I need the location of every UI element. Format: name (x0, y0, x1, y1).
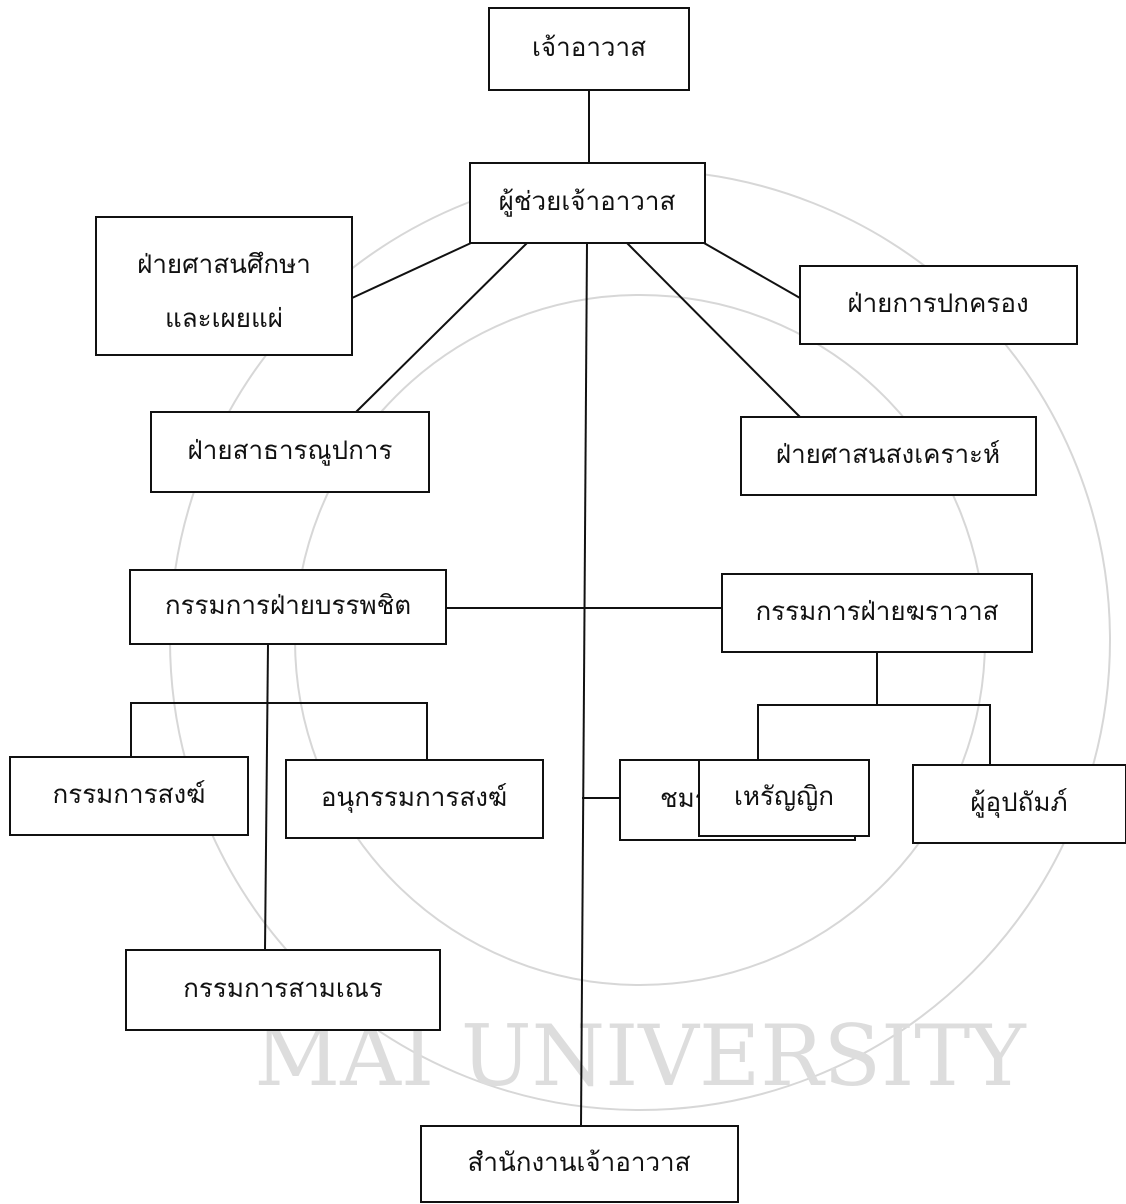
org-node-assistant-abbot: ผู้ช่วยเจ้าอาวาส (469, 162, 706, 244)
node-label-line-2: และเผยแผ่ (165, 304, 283, 334)
connector-to-public-welfare (355, 242, 528, 413)
connector-lay-branch (757, 704, 991, 765)
org-node-public-welfare: ฝ่ายสาธารณูปการ (150, 411, 430, 493)
node-label: ฝ่ายการปกครอง (847, 289, 1028, 319)
connector-central-spine (580, 242, 588, 1127)
node-label: ฝ่ายสาธารณูปการ (188, 436, 393, 466)
node-label-line-1: ฝ่ายศาสนศึกษา (137, 250, 311, 280)
org-node-novice-committee: กรรมการสามเณร (125, 949, 441, 1031)
connector-monastic-down (264, 643, 269, 951)
node-label: ผู้อุปถัมภ์ (970, 788, 1067, 818)
org-node-social-welfare: ฝ่ายศาสนสงเคราะห์ (740, 416, 1037, 496)
connector-sangha-branch (130, 702, 428, 760)
node-label: กรรมการสามเณร (183, 974, 383, 1004)
connector-to-education (351, 242, 472, 299)
node-label: เหรัญญิก (734, 782, 834, 812)
node-label: กรรมการสงฆ์ (53, 780, 206, 810)
node-label: ฝ่ายศาสนสงเคราะห์ (776, 440, 1000, 470)
org-node-treasurer: เหรัญญิก (698, 759, 870, 837)
connector-to-administration (703, 242, 801, 299)
connector-to-social-welfare (626, 242, 801, 418)
org-node-abbot: เจ้าอาวาส (488, 7, 690, 91)
org-node-patrons: ผู้อุปถัมภ์ (912, 764, 1126, 844)
org-node-lay-committee: กรรมการฝ่ายฆราวาส (721, 573, 1033, 653)
org-node-administration: ฝ่ายการปกครอง (799, 265, 1078, 345)
university-seal-watermark: MAI UNIVERSITY (169, 169, 1111, 1111)
node-label: ผู้ช่วยเจ้าอาวาส (499, 187, 676, 217)
node-label: กรรมการฝ่ายบรรพชิต (165, 591, 411, 621)
org-node-abbot-office: สำนักงานเจ้าอาวาส (420, 1125, 739, 1203)
node-label: เจ้าอาวาส (532, 33, 646, 63)
node-label: สำนักงานเจ้าอาวาส (467, 1148, 690, 1178)
org-node-sangha-committee: กรรมการสงฆ์ (9, 756, 249, 836)
org-node-monastic-committee: กรรมการฝ่ายบรรพชิต (129, 569, 447, 645)
org-node-education-propagation: ฝ่ายศาสนศึกษา และเผยแผ่ (95, 216, 353, 356)
node-label: กรรมการฝ่ายฆราวาส (755, 597, 998, 627)
node-label: อนุกรรมการสงฆ์ (321, 783, 507, 813)
org-node-sangha-subcommittee: อนุกรรมการสงฆ์ (285, 759, 544, 839)
